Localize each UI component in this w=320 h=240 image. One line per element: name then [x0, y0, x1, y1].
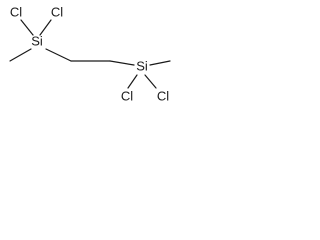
bond-si-left-ch2: [45, 48, 72, 62]
atom-cl-top-right: Cl: [51, 4, 63, 19]
atom-cl-top-left: Cl: [10, 4, 22, 19]
bond-si-left-cl-top-left: [20, 19, 34, 36]
bond-si-right-cl-bottom-left: [127, 74, 138, 89]
bond-si-left-methyl: [9, 48, 32, 62]
bond-si-right-cl-bottom-right: [144, 74, 157, 89]
bond-ch2-si-right: [109, 60, 135, 66]
chemical-structure: Cl Cl Si Si Cl Cl: [9, 4, 171, 103]
atom-si-left: Si: [31, 33, 43, 48]
atom-cl-bottom-right: Cl: [157, 88, 169, 103]
bond-si-left-cl-top-right: [39, 19, 52, 36]
atom-si-right: Si: [136, 58, 148, 73]
atom-cl-bottom-left: Cl: [121, 88, 133, 103]
bond-si-right-methyl: [149, 60, 171, 66]
